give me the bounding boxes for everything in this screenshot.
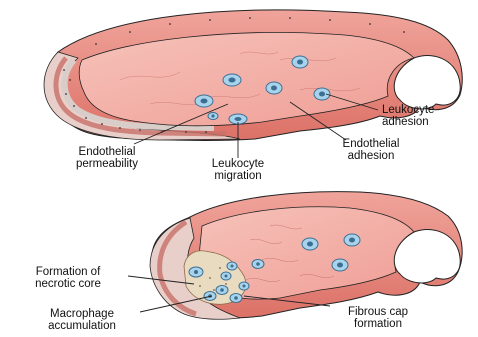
macrophage-cell — [230, 294, 242, 303]
bottom-vessel — [128, 192, 462, 320]
macrophage-cell — [216, 286, 228, 295]
macrophage-cell — [227, 262, 237, 270]
label-leukocyte-adhesion: Leukocyte adhesion — [382, 104, 434, 128]
leukocyte-cell — [195, 95, 213, 107]
leukocyte-cell — [208, 113, 218, 120]
top-vessel — [44, 10, 462, 158]
label-endothelial-adhesion: Endothelial adhesion — [316, 138, 426, 162]
label-leukocyte-migration: Leukocyte migration — [180, 158, 296, 182]
macrophage-cell — [239, 282, 249, 290]
leukocyte-cell — [344, 234, 360, 246]
leukocyte-cell — [314, 88, 330, 100]
label-fibrous-cap: Fibrous cap formation — [330, 306, 426, 330]
leukocyte-cell — [292, 56, 308, 68]
leukocyte-cell — [332, 259, 348, 271]
leukocyte-cell — [266, 82, 282, 94]
leukocyte-cell — [252, 260, 264, 269]
macrophage-cell — [189, 267, 203, 277]
leukocyte-cell — [223, 74, 241, 86]
macrophage-cell — [221, 272, 231, 280]
label-necrotic-core: Formation of necrotic core — [6, 266, 130, 290]
label-macrophage-accumulation: Macrophage accumulation — [26, 308, 138, 332]
label-endothelial-permeability: Endothelial permeability — [42, 146, 172, 170]
leukocyte-cell — [302, 238, 318, 250]
